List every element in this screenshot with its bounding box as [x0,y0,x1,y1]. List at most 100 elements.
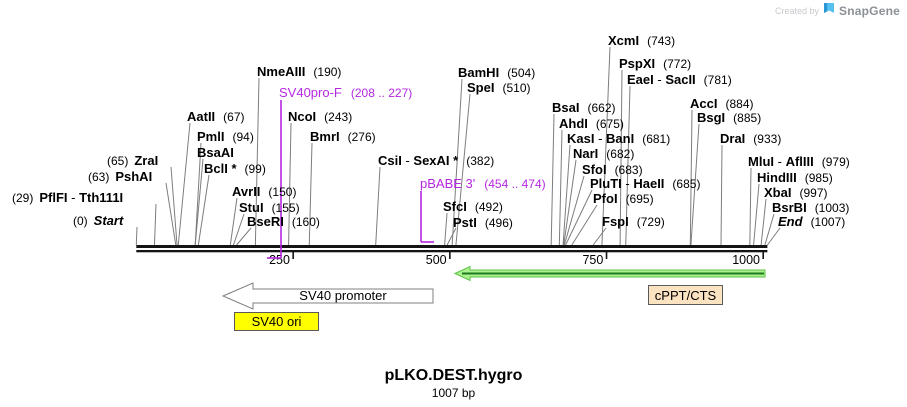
site-name: NarI [573,146,599,161]
site-position: (781) [703,73,732,87]
site-label-avrii[interactable]: AvrII(150) [232,185,296,199]
site-connector-line-pluti-haeii [565,189,593,246]
site-connector-line-ahdi [558,129,563,246]
site-name: PshAI [115,169,153,184]
site-position: (243) [324,110,353,124]
site-name: AflIII [785,154,814,169]
site-position: (382) [466,154,495,168]
site-position: (885) [733,111,762,125]
site-connector-line-bsaai [194,158,204,246]
site-position: (985) [804,171,833,185]
site-connector-line-psti [446,227,457,246]
site-label-sfoi[interactable]: SfoI(683) [582,163,643,177]
site-name: BamHI [458,65,500,80]
site-name: BsaI [552,100,580,115]
site-label-psti[interactable]: PstI(496) [453,216,513,230]
site-position: (675) [595,117,624,131]
site-label-csii-sexai[interactable]: CsiI - SexAI *(382) [378,154,494,168]
primer-label-sv40pro-f[interactable]: SV40pro-F(208 .. 227) [279,86,412,100]
site-label-pfoi[interactable]: PfoI(695) [593,192,654,206]
site-name: PspXI [619,56,656,71]
site-position: (190) [313,65,342,79]
site-label-pflfi-tth111i[interactable]: (29)PflFI - Tth111I [12,191,123,205]
site-label-mlui-afliii[interactable]: MluI - AflIII(979) [748,155,850,169]
site-name-separator: - [594,131,607,146]
site-connector-line-eaei-sacii [625,85,631,246]
site-label-aatii[interactable]: AatII(67) [187,110,245,124]
site-label-xbai[interactable]: XbaI(997) [764,186,827,200]
site-connector-line-bmri [308,142,313,246]
site-label-bsgi[interactable]: BsgI(885) [697,111,761,125]
site-label-bseri[interactable]: BseRI(160) [247,215,320,229]
site-label-hindiii[interactable]: HindIII(985) [757,171,833,185]
ruler-tick-label-500: 500 [426,253,447,267]
feature-sv40-promoter-label[interactable]: SV40 promoter [299,287,387,303]
site-label-bcli[interactable]: BclI *(99) [204,162,266,176]
primer-name: pBABE 3' [420,176,476,191]
site-label-stui[interactable]: StuI(155) [239,201,300,215]
site-name: AhdI [559,116,588,131]
site-label-bsai[interactable]: BsaI(662) [552,101,615,115]
site-position: (683) [614,163,643,177]
site-name: EaeI [627,72,654,87]
site-label-bsrbi[interactable]: BsrBI(1003) [772,201,849,215]
site-connector-line-stui [232,213,245,246]
site-label-bmri[interactable]: BmrI(276) [310,130,376,144]
site-name: XcmI [608,33,640,48]
site-label-start[interactable]: (0)Start [73,214,123,228]
site-label-spei[interactable]: SpeI(510) [467,81,530,95]
site-connector-line-kasi-bani [562,144,571,246]
site-label-bsaai[interactable]: BsaAI [197,146,234,159]
site-position: (63) [88,170,110,184]
site-label-drai[interactable]: DraI(933) [720,132,781,146]
site-name: CsiI [378,153,402,168]
feature-sv40-promoter-arrow[interactable] [221,282,434,310]
site-connector-line-bsgi [690,123,700,246]
feature-sv40-ori-box[interactable]: SV40 ori [234,312,319,331]
site-label-pshai[interactable]: (63) PshAI [88,170,152,184]
site-label-eaei-sacii[interactable]: EaeI - SacII(781) [627,73,732,87]
site-label-kasi-bani[interactable]: KasI - BanI(681) [567,132,670,146]
site-label-sfci[interactable]: SfcI(492) [443,200,503,214]
site-name: End [778,214,803,229]
watermark-created-by-label: Created by [775,5,820,16]
site-name: NcoI [288,109,317,124]
site-label-pluti-haeii[interactable]: PluTI - HaeII(685) [590,177,700,191]
plasmid-length: 1007 bp [431,386,476,400]
sequence-line-bottom[interactable] [136,250,768,253]
site-label-fspi[interactable]: FspI(729) [602,215,665,229]
site-connector-line-avrii [229,197,238,246]
site-name: HaeII [633,176,665,191]
site-label-nmeaiii[interactable]: NmeAIII(190) [257,65,341,79]
site-position: (997) [799,186,828,200]
watermark-brand-label: SnapGene [839,3,900,18]
sequence-line[interactable] [136,245,768,248]
site-label-bamhi[interactable]: BamHI(504) [458,66,535,80]
site-label-ncoi[interactable]: NcoI (243) [288,110,352,124]
site-label-pmli[interactable]: PmlI(94) [197,130,254,144]
site-connector-line-ncoi [288,122,292,246]
site-name: BsrBI [772,200,807,215]
site-connector-line-zrai [170,166,178,246]
site-position: (743) [647,34,676,48]
site-name: AatII [187,109,216,124]
site-connector-line-pspxi [619,69,623,246]
site-label-nari[interactable]: NarI(682) [573,147,634,161]
primer-label-pbabe-3[interactable]: pBABE 3'(454 .. 474) [420,177,546,191]
feature-cppt-cts-box[interactable]: cPPT/CTS [648,285,723,305]
site-label-pspxi[interactable]: PspXI(772) [619,57,691,71]
site-label-acci[interactable]: AccI(884) [690,97,753,111]
site-name: BmrI [310,129,340,144]
site-name-separator: - [621,176,634,191]
site-label-xcmi[interactable]: XcmI (743) [608,34,675,48]
site-connector-line-pfoi [571,204,598,246]
site-position: (695) [625,192,654,206]
site-connector-line-drai [720,144,723,246]
site-label-end[interactable]: End(1007) [778,215,845,229]
site-connector-line-hindiii [753,183,760,246]
site-name-separator: - [774,154,786,169]
site-connector-line-bsrbi [764,213,775,246]
site-connector-line-mlui-afliii [749,167,752,246]
site-label-zrai[interactable]: (65)ZraI [107,154,158,168]
site-label-ahdi[interactable]: AhdI (675) [559,117,624,131]
